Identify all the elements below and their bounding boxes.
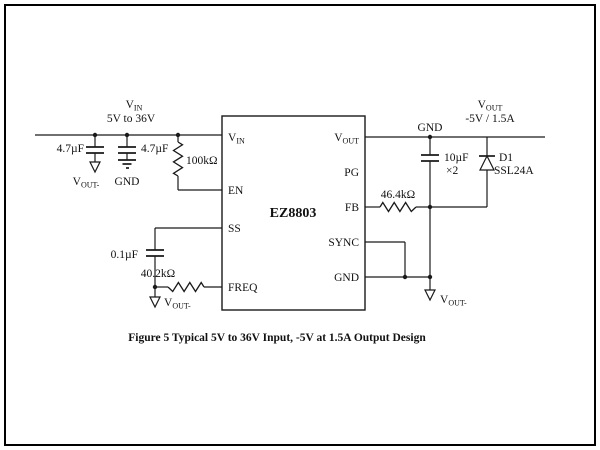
en-resistor <box>172 141 184 177</box>
output-cap-value: 10µF <box>444 152 469 164</box>
input-cap2-value: 4.7µF <box>141 143 168 155</box>
vout-spec-label: -5V / 1.5A <box>465 113 515 125</box>
freq-resistor-value: 40.2kΩ <box>141 268 175 280</box>
diode-ref: D1 <box>499 152 513 164</box>
diode-part: SSL24A <box>494 165 534 177</box>
soft-start-cap-value: 0.1µF <box>111 249 138 261</box>
gnd-net-label: VOUT- <box>440 294 467 308</box>
output-rail-net-label: GND <box>418 122 443 134</box>
vout-neg-arrow-icon <box>424 289 436 302</box>
soft-start-capacitor <box>146 249 164 309</box>
vin-rail-label: VIN <box>126 99 143 113</box>
wire-segments <box>35 134 545 297</box>
input-labels: VIN 5V to 36V 4.7µF VOUT- GND 4.7µF 100k… <box>57 99 218 311</box>
vout-neg-arrow-icon <box>89 161 101 174</box>
input-cap2-net-label: GND <box>115 176 140 188</box>
pin-label-sync: SYNC <box>328 237 359 249</box>
pin-label-en: EN <box>228 185 244 197</box>
en-resistor-value: 100kΩ <box>186 155 218 167</box>
output-capacitor <box>421 154 439 162</box>
pin-label-vout: VOUT <box>334 132 359 146</box>
input-capacitor-1 <box>86 146 104 174</box>
output-labels: GND VOUT -5V / 1.5A 10µF ×2 D1 SSL24A 46… <box>381 99 535 308</box>
pin-label-ss: SS <box>228 223 241 235</box>
diode-d1 <box>479 154 495 171</box>
fb-resistor <box>379 201 417 213</box>
input-cap1-net-label: VOUT- <box>73 176 100 190</box>
pin-label-vin: VIN <box>228 132 245 146</box>
vin-range-label: 5V to 36V <box>107 113 156 125</box>
pin-label-pg: PG <box>344 167 359 179</box>
pin-label-freq: FREQ <box>228 282 258 294</box>
freq-net-label: VOUT- <box>164 297 191 311</box>
ground-symbol-icon <box>118 159 136 169</box>
junction-dots <box>92 132 433 290</box>
input-capacitor-2 <box>118 146 136 169</box>
figure-caption: Figure 5 Typical 5V to 36V Input, -5V at… <box>128 332 426 344</box>
vout-neg-arrow-icon <box>149 296 161 309</box>
input-cap1-value: 4.7µF <box>57 143 84 155</box>
freq-resistor <box>167 281 205 293</box>
vout-label: VOUT <box>478 99 503 113</box>
page-border <box>4 4 596 446</box>
ic-ez8803: EZ8803 VIN EN SS FREQ VOUT PG FB SYNC GN… <box>221 115 366 311</box>
fb-resistor-value: 46.4kΩ <box>381 189 415 201</box>
pin-label-gnd: GND <box>334 272 359 284</box>
ic-part-number: EZ8803 <box>270 206 317 221</box>
pin-label-fb: FB <box>345 202 359 214</box>
output-cap-qty: ×2 <box>446 165 458 177</box>
